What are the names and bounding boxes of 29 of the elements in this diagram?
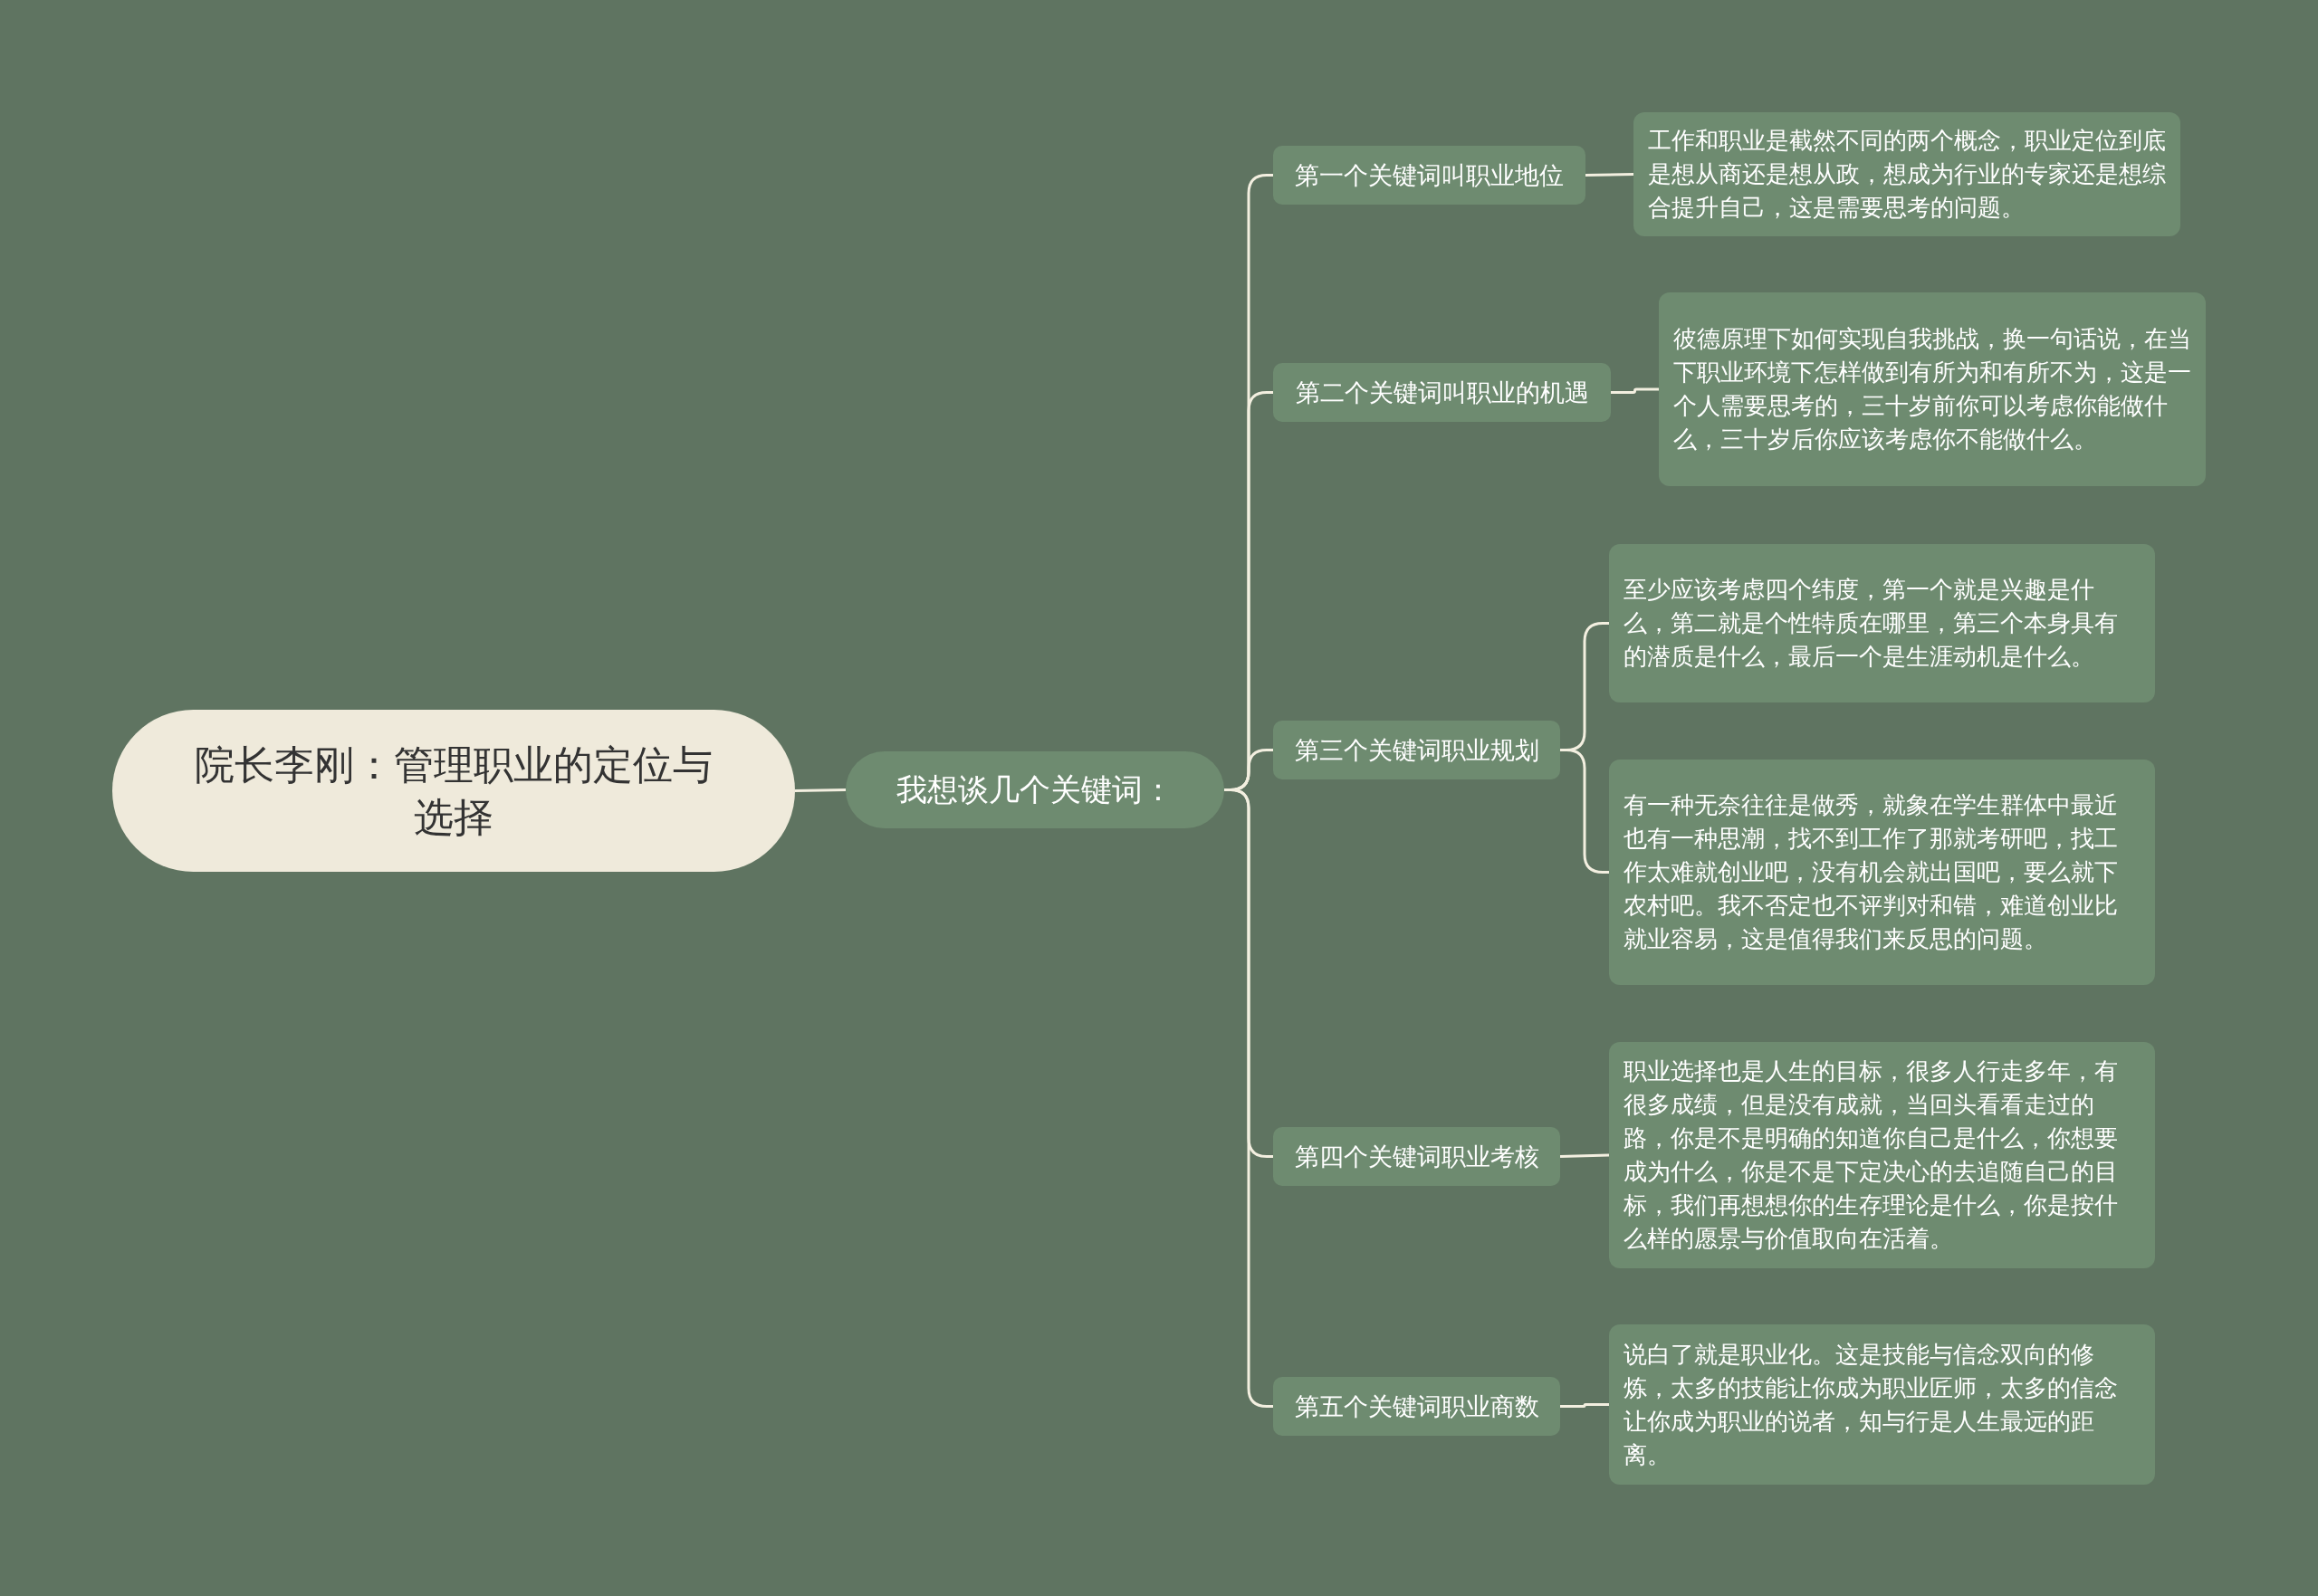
node-text: 第五个关键词职业商数 [1294, 1391, 1539, 1422]
connector-line [1585, 173, 1634, 177]
node-text: 第四个关键词职业考核 [1294, 1141, 1539, 1172]
detail-box [1609, 1042, 2155, 1268]
node-text: 院长李刚：管理职业的定位与选择 [194, 740, 714, 842]
detail-box [1609, 544, 2155, 702]
node-text: 有一种无奈往往是做秀，就象在学生群体中最近也有一种思潮，找不到工作了那就考研吧，找工作太难就创业吧，没有机会就出国吧，要么就下农村吧。我不否定也不评判对和错，难道创业比就业容易，这是值得我们来反思的问题。 [1624, 790, 2119, 954]
connector-line [794, 788, 847, 792]
node-text: 第三个关键词职业规划 [1294, 734, 1539, 766]
node-text: 至少应该考虑四个纬度，第一个就是兴趣是什么，第二就是个性特质在哪里，第三个本身具有的潜质是什么，最后一个是生涯动机是什么。 [1624, 575, 2119, 672]
keyword-box [1273, 1127, 1560, 1186]
node-text: 第一个关键词叫职业地位 [1295, 159, 1564, 191]
connector-line [1560, 1403, 1609, 1408]
keyword-box [1273, 146, 1585, 205]
detail-box [1609, 760, 2155, 985]
keyword-box [1273, 363, 1611, 422]
node-text: 彼德原理下如何实现自我挑战，换一句话说，在当下职业环境下怎样做到有所为和有所不为，这是一个人需要思考的，三十岁前你可以考虑你能做什么，三十岁后你应该考虑你不能做什么。 [1673, 324, 2191, 454]
detail-box [1609, 1324, 2155, 1485]
node-text: 职业选择也是人生的目标，很多人行走多年，有很多成绩，但是没有成就，当回头看看走过的路，你是不是明确的知道你自己是什么，你想要成为什么，你是不是下定决心的去追随自己的目标，我们再想想你的生存理论是什么，你是按什么样的愿景与价值取向在活着。 [1624, 1056, 2119, 1254]
keyword-box [1273, 721, 1560, 779]
detail-box [1659, 292, 2206, 486]
node-text: 第二个关键词叫职业的机遇 [1295, 377, 1589, 408]
node-text: 工作和职业是截然不同的两个概念，职业定位到底是想从商还是想从政，想成为行业的专家还是想综合提升自己，这是需要思考的问题。 [1648, 126, 2166, 223]
keyword-box [1273, 1377, 1560, 1436]
detail-box [1633, 112, 2180, 236]
node-text: 说白了就是职业化。这是技能与信念双向的修炼，太多的技能让你成为职业匠师，太多的信念让你成为职业的说者，知与行是人生最远的距离。 [1624, 1339, 2119, 1470]
node-text: 我想谈几个关键词： [896, 769, 1173, 809]
connector-line [1559, 1153, 1610, 1158]
connector-line [1611, 387, 1659, 394]
